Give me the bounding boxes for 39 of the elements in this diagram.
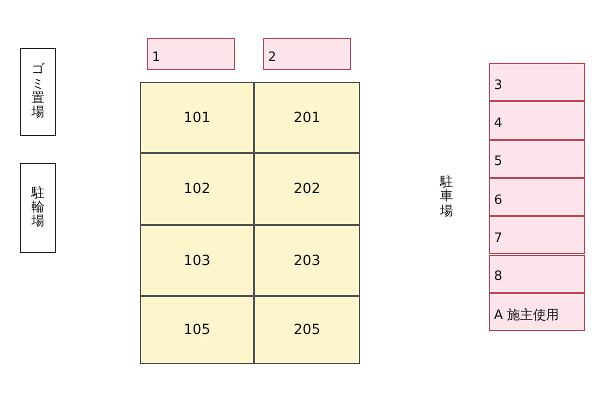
parking-space [489, 101, 585, 140]
apartment-room [254, 225, 360, 296]
space-number: A 施主使用 [494, 306, 560, 324]
space-number: 5 [494, 154, 502, 170]
space-number: 4 [494, 116, 502, 131]
parking-lot-label: 駐車場 [440, 176, 453, 219]
space-number: 2 [268, 50, 276, 64]
apartment-room [254, 153, 360, 225]
parking-space [147, 38, 235, 70]
room-number: 102 [184, 181, 210, 197]
facility-label: ゴミ置場 [32, 63, 44, 121]
apartment-room [140, 153, 254, 225]
apartment-room [140, 225, 254, 296]
facility-label: 駐輪場 [32, 186, 44, 230]
parking-space [489, 292, 585, 332]
space-number: 3 [494, 78, 502, 93]
parking-space [489, 140, 585, 178]
parking-space [489, 178, 585, 216]
apartment-room [140, 296, 254, 364]
room-number: 105 [184, 322, 210, 338]
room-number: 201 [294, 110, 320, 126]
space-number: 6 [494, 192, 502, 208]
room-number: 103 [184, 252, 210, 268]
space-number: 7 [494, 230, 502, 246]
apartment-room [140, 82, 254, 153]
parking-space [489, 254, 585, 293]
facility-box [20, 48, 56, 136]
room-number: 203 [294, 252, 320, 268]
apartment-room [254, 82, 360, 153]
parking-space [489, 216, 585, 254]
room-number: 205 [294, 322, 320, 338]
space-number: 1 [152, 50, 160, 64]
parking-space [263, 38, 351, 70]
apartment-room [254, 296, 360, 364]
facility-box [20, 163, 56, 253]
room-number: 202 [294, 181, 320, 197]
parking-space [489, 63, 585, 102]
room-number: 101 [184, 110, 210, 126]
space-number: 8 [494, 269, 502, 284]
